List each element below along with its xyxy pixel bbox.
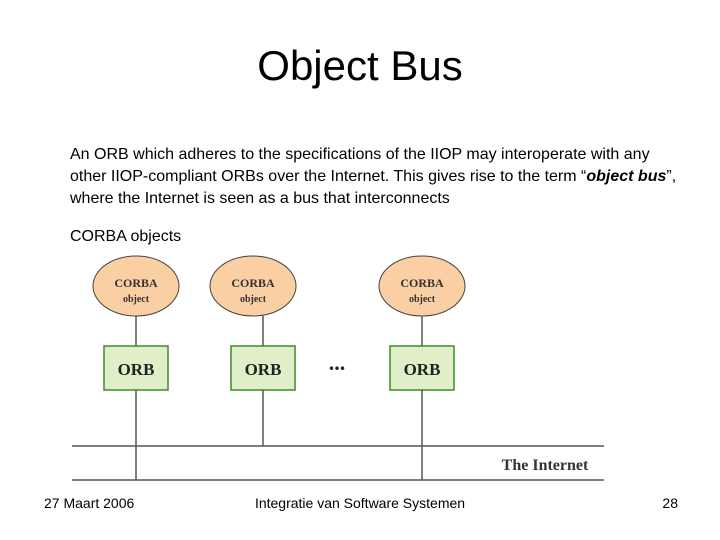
corba-object-3-sublabel: object <box>409 294 436 305</box>
body-text-before: An ORB which adheres to the specificatio… <box>70 146 650 185</box>
body-paragraph: An ORB which adheres to the specificatio… <box>70 144 690 210</box>
orb-box-3 <box>389 345 455 391</box>
corba-object-3-label: CORBA <box>400 276 444 290</box>
orb-box-1 <box>103 345 169 391</box>
footer-course-title: Integratie van Software Systemen <box>254 495 466 511</box>
node-2: CORBA object ORB <box>209 255 297 446</box>
slide-title: Object Bus <box>257 42 463 89</box>
corba-object-2 <box>209 255 297 317</box>
node-3: CORBA object ORB <box>378 255 466 480</box>
corba-object-2-sublabel: object <box>240 294 267 305</box>
footer-date: 27 Maart 2006 <box>44 495 135 511</box>
node-1: CORBA object ORB <box>92 255 180 480</box>
body-paragraph-continuation: CORBA objects <box>70 228 182 245</box>
orb-label-1: ORB <box>118 360 155 379</box>
corba-object-1-sublabel: object <box>123 294 150 305</box>
slide-number: 28 <box>662 495 678 511</box>
body-text-after: ”, where the Internet is seen as a bus t… <box>70 168 677 207</box>
more-nodes-ellipsis: ... <box>329 350 346 375</box>
internet-bus-label: The Internet <box>502 457 589 474</box>
object-bus-term: object bus <box>586 168 667 185</box>
orb-label-2: ORB <box>245 360 282 379</box>
corba-object-1-label: CORBA <box>114 276 158 290</box>
orb-label-3: ORB <box>404 360 441 379</box>
corba-object-2-label: CORBA <box>231 276 275 290</box>
